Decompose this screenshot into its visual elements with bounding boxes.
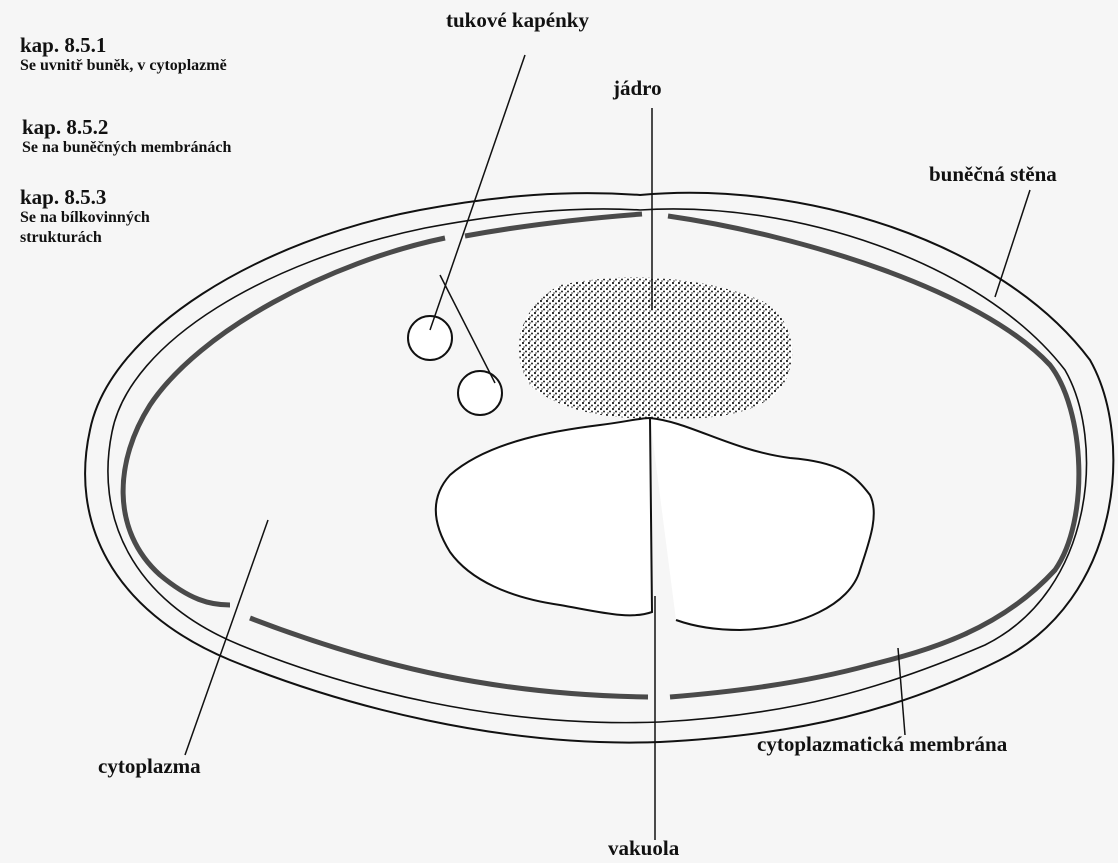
cytoplasmic-membrane-top-left: [123, 238, 445, 605]
cytoplasmic-membrane-bottom: [250, 618, 648, 697]
label-cytoplasm: cytoplazma: [98, 756, 201, 777]
label-vacuole: vakuola: [608, 838, 679, 859]
leader-cell-wall: [995, 190, 1030, 297]
leader-membrane: [898, 648, 905, 735]
label-nucleus: jádro: [613, 78, 662, 99]
chapter-heading: kap. 8.5.1: [20, 34, 227, 56]
leader-cytoplasm: [185, 520, 268, 755]
chapter-heading: kap. 8.5.3: [20, 186, 150, 208]
fat-droplet-2: [458, 371, 502, 415]
chapter-8-5-2: kap. 8.5.2 Se na buněčných membránách: [22, 116, 231, 158]
leader-fat-droplets: [430, 55, 525, 330]
chapter-8-5-1: kap. 8.5.1 Se uvnitř buněk, v cytoplazmě: [20, 34, 227, 76]
fat-droplet-1: [408, 316, 452, 360]
label-cytoplasmic-membrane: cytoplazmatická membrána: [757, 734, 1007, 755]
label-fat-droplets: tukové kapénky: [446, 10, 589, 31]
chapter-8-5-3: kap. 8.5.3 Se na bílkovinných strukturác…: [20, 186, 150, 248]
label-cell-wall: buněčná stěna: [929, 164, 1057, 185]
chapter-text: Se na bílkovinných strukturách: [20, 208, 150, 248]
chapter-text: Se uvnitř buněk, v cytoplazmě: [20, 56, 227, 76]
chapter-text: Se na buněčných membránách: [22, 138, 231, 158]
chapter-heading: kap. 8.5.2: [22, 116, 231, 138]
nucleus: [519, 277, 792, 418]
